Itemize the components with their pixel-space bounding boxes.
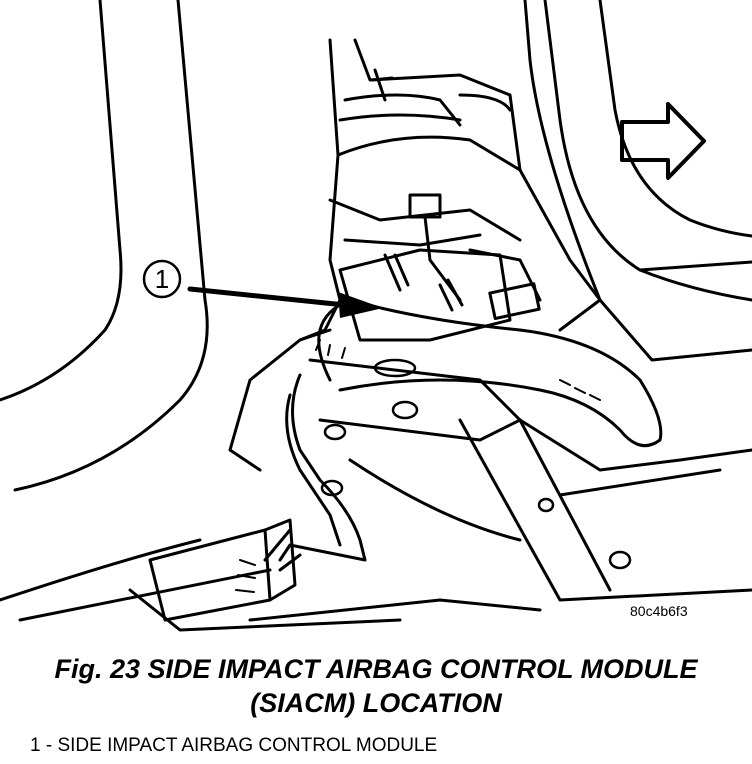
figure-caption: Fig. 23 SIDE IMPACT AIRBAG CONTROL MODUL… <box>0 652 752 720</box>
right-arrow-icon <box>620 102 706 180</box>
figure-legend: 1 - SIDE IMPACT AIRBAG CONTROL MODULE <box>30 735 438 756</box>
fastener-holes <box>320 358 632 570</box>
siacm-module <box>338 68 541 342</box>
image-code: 80c4b6f3 <box>630 603 688 619</box>
callout-circle <box>142 259 182 299</box>
caption-line-1: Fig. 23 SIDE IMPACT AIRBAG CONTROL MODUL… <box>54 654 698 684</box>
technical-illustration: 1 <box>0 0 752 632</box>
caption-line-2: (SIACM) LOCATION <box>250 688 502 718</box>
callout-arrowhead <box>338 292 383 318</box>
callout-leader <box>187 286 348 308</box>
pillar-outline <box>0 0 272 622</box>
door-opening-outline <box>523 0 752 362</box>
callout-1 <box>142 259 383 318</box>
callout-number: 1 <box>155 264 169 294</box>
harness-connector <box>148 518 297 622</box>
